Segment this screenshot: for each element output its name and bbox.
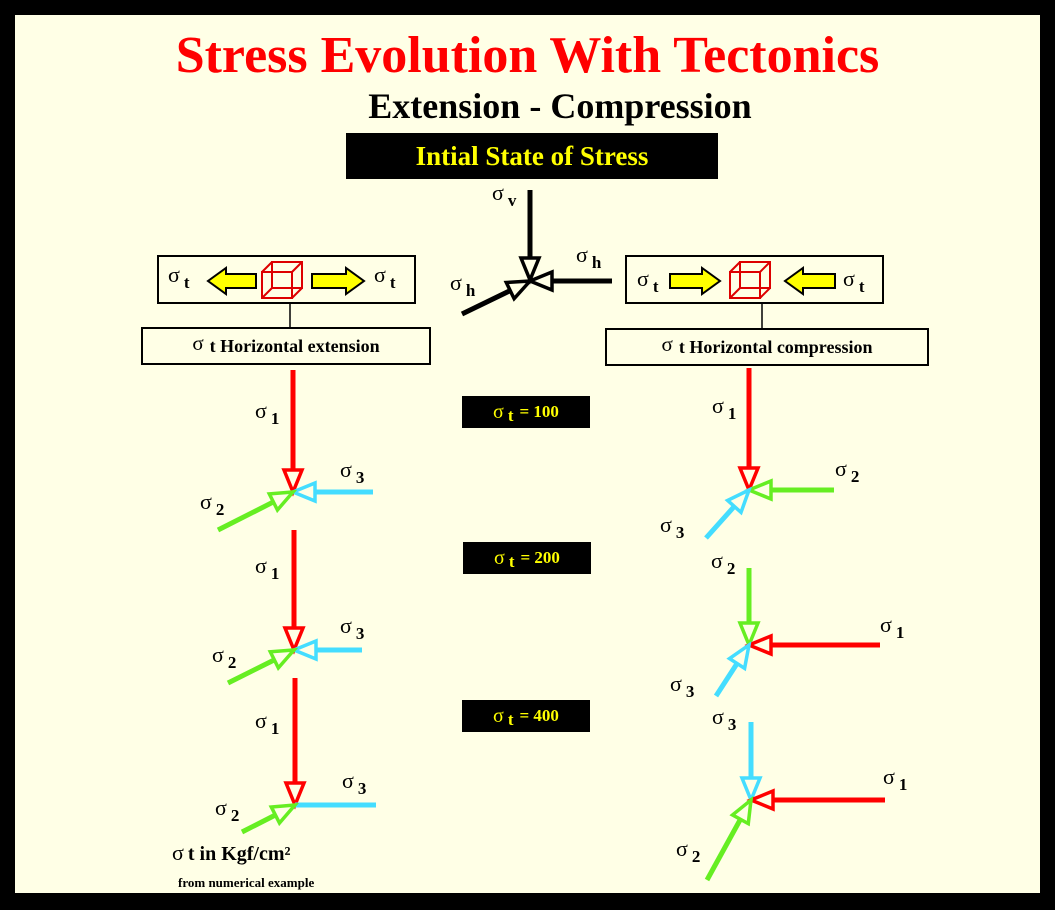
extension-cube-icon-edge — [261, 261, 273, 273]
comp1-sigma-3-arrow-shaft — [704, 504, 737, 540]
ext3-sigma-2-arrow-shaft — [240, 812, 277, 835]
ext1-sigma-2-arrow-head — [266, 489, 298, 514]
ext1-sigma-2-arrow-shaft — [216, 499, 275, 533]
comp3-sigma-2-arrow-head — [729, 795, 754, 827]
ext1-sigma-3-arrow-head — [288, 480, 317, 504]
sigma-h-left-arrow-shaft — [460, 288, 512, 317]
ext3-sigma-2-arrow-head — [268, 802, 300, 827]
extension-label: Horizontal extension — [220, 335, 380, 356]
comp2-sigma-3-arrow-shaft — [713, 662, 740, 698]
ext3-sigma-1-arrow-head — [283, 781, 307, 810]
page-title: Stress Evolution With Tectonics — [175, 27, 880, 84]
extension-cube-icon-back — [271, 261, 303, 289]
extension-cube-box — [157, 255, 416, 304]
page-subtitle: Extension - Compression — [368, 86, 752, 126]
extension-left-arrow-icon — [206, 266, 257, 296]
comp1-sigma-2-arrow-head — [744, 478, 773, 502]
comp2-sigma-2-arrow-head — [737, 621, 761, 650]
comp3-sigma-2-arrow-shaft — [704, 818, 743, 882]
compression-cube-box — [625, 255, 884, 304]
ext2-sigma-3-arrow-head — [289, 638, 318, 662]
compression-right-arrow-icon — [783, 266, 836, 296]
comp3-sigma-3-arrow-head — [739, 776, 763, 805]
comp2-sigma-1-arrow-head — [744, 633, 773, 657]
ext2-sigma-1-arrow-head — [282, 626, 306, 655]
extension-cube-icon-front — [261, 271, 293, 299]
compression-left-arrow-icon — [669, 266, 722, 296]
compression-cube-icon-edge — [759, 287, 771, 299]
ext2-sigma-2-arrow-shaft — [226, 657, 276, 686]
compression-cube-icon-edge — [729, 261, 741, 273]
compression-cube-icon-front — [729, 271, 761, 299]
initial-state-label: Intial State of Stress — [415, 140, 649, 171]
extension-cube-icon-edge — [291, 287, 303, 299]
ext1-sigma-1-arrow-head — [281, 468, 305, 497]
comp3-sigma-1-arrow-head — [746, 788, 775, 812]
comp1-sigma-1-arrow-head — [737, 466, 761, 495]
source-note: from numerical example — [178, 875, 315, 890]
compression-label: Horizontal compression — [689, 336, 873, 357]
sigma-h-left-arrow-head — [503, 278, 535, 302]
sigma-v-arrow-head — [518, 256, 542, 285]
comp2-sigma-3-arrow-head — [726, 641, 752, 672]
comp1-sigma-3-arrow-head — [724, 486, 753, 516]
extension-cube-icon-edge — [291, 261, 303, 273]
ext2-sigma-2-arrow-head — [267, 647, 299, 672]
sigma-h-right-arrow-head — [525, 269, 554, 293]
compression-cube-icon-edge — [729, 287, 741, 299]
compression-cube-icon-back — [739, 261, 771, 289]
compression-cube-icon-edge — [759, 261, 771, 273]
initial-state-banner: Intial State of Stress — [346, 133, 718, 179]
extension-right-arrow-icon — [311, 266, 366, 296]
extension-cube-icon-edge — [261, 287, 273, 299]
